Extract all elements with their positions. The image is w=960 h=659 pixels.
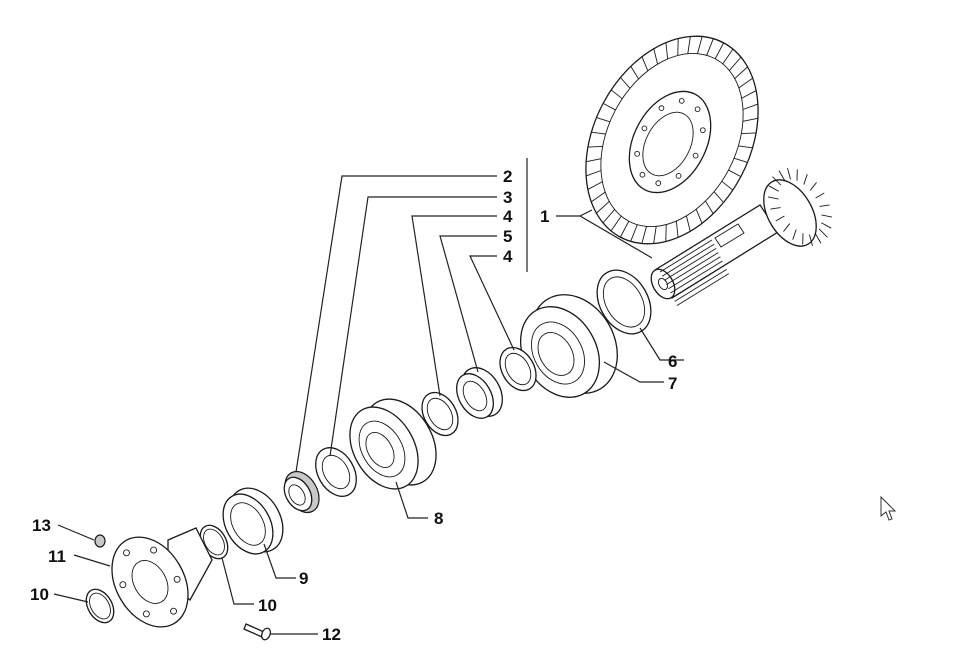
shim-washer-6 <box>596 269 652 335</box>
seal-9 <box>222 487 284 555</box>
bearing-8 <box>349 398 437 490</box>
callout-2: 2 <box>503 167 512 186</box>
pointer-cursor-icon <box>880 495 897 521</box>
washer-3 <box>315 447 357 497</box>
pinion-shaft <box>650 167 833 306</box>
callout-8: 8 <box>434 509 443 528</box>
bearing-7 <box>520 294 618 398</box>
ring-4-upper <box>499 346 537 392</box>
callout-4: 4 <box>503 247 513 266</box>
bolt-12 <box>243 623 271 641</box>
callout-labels: 2 3 4 5 4 1 6 7 8 9 10 10 11 12 13 <box>30 167 677 644</box>
callout-4: 4 <box>503 207 513 226</box>
callout-3: 3 <box>503 188 512 207</box>
callout-9: 9 <box>299 569 308 588</box>
flange-11 <box>111 527 213 628</box>
callout-13: 13 <box>32 516 51 535</box>
callout-7: 7 <box>668 374 677 393</box>
spacer-5 <box>456 367 503 419</box>
plug-13 <box>94 534 106 548</box>
o-ring-10-lower <box>85 588 115 624</box>
callout-10: 10 <box>258 596 277 615</box>
callout-5: 5 <box>503 227 512 246</box>
leader-lines <box>53 158 684 635</box>
ring-4-lower <box>421 391 459 437</box>
crown-wheel <box>585 35 759 245</box>
callout-10: 10 <box>30 585 49 604</box>
callout-12: 12 <box>322 625 341 644</box>
callout-6: 6 <box>668 352 677 371</box>
callout-1: 1 <box>540 207 549 226</box>
nut-2 <box>283 470 320 514</box>
callout-11: 11 <box>48 547 66 566</box>
